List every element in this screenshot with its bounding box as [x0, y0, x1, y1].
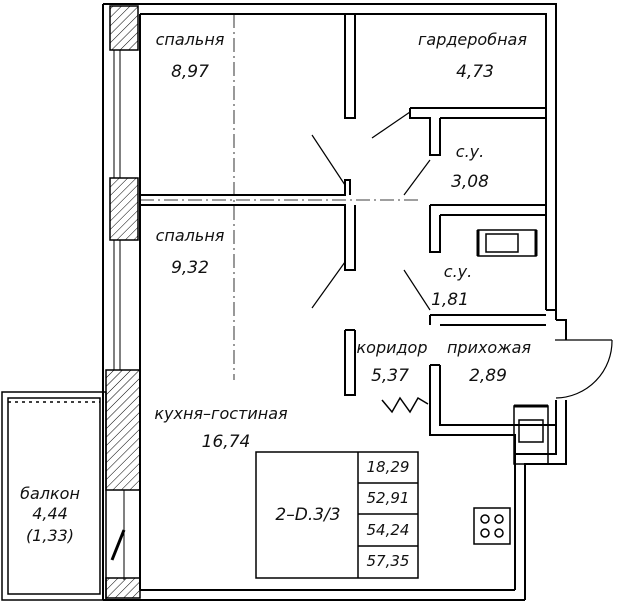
- bath1-area: 3,08: [451, 172, 489, 192]
- bath2-name: с.у.: [443, 262, 473, 281]
- apartment-code: 2–D.3/3: [275, 505, 341, 525]
- bedroom2-area: 9,32: [171, 258, 209, 278]
- balcony-outline: [1, 391, 126, 601]
- bath2-area: 1,81: [431, 290, 469, 310]
- interior-walls: [140, 14, 556, 454]
- hatched-columns: [105, 5, 141, 599]
- summary-value-3: 54,24: [366, 521, 410, 539]
- summary-table: [255, 451, 419, 579]
- summary-value-4: 57,35: [366, 552, 410, 570]
- wardrobe-area: 4,73: [456, 62, 494, 82]
- bedroom2-name: спальня: [155, 226, 225, 245]
- bedroom1-area: 8,97: [171, 62, 209, 82]
- hall-area: 2,89: [469, 366, 507, 386]
- break-line: [381, 396, 429, 414]
- windows: [113, 50, 125, 580]
- wardrobe-name: гардеробная: [418, 30, 527, 49]
- summary-value-1: 18,29: [366, 458, 410, 476]
- stove-icon: [473, 507, 511, 545]
- balcony-area-reduced: (1,33): [25, 526, 75, 545]
- bedroom1-name: спальня: [155, 30, 225, 49]
- corridor-name: коридор: [356, 338, 428, 357]
- balcony-name: балкон: [20, 484, 80, 503]
- door-leaves: [311, 111, 613, 399]
- balcony-area: 4,44: [32, 504, 68, 523]
- sink-icon: [476, 229, 538, 257]
- hall-name: прихожая: [446, 338, 532, 357]
- summary-value-2: 52,91: [366, 489, 410, 507]
- fridge-icon: [513, 404, 549, 465]
- axis-lines: [140, 14, 420, 380]
- corridor-area: 5,37: [371, 366, 409, 386]
- bath1-name: с.у.: [455, 142, 485, 161]
- kitchen-area: 16,74: [201, 432, 251, 452]
- kitchen-name: кухня–гостиная: [154, 404, 288, 423]
